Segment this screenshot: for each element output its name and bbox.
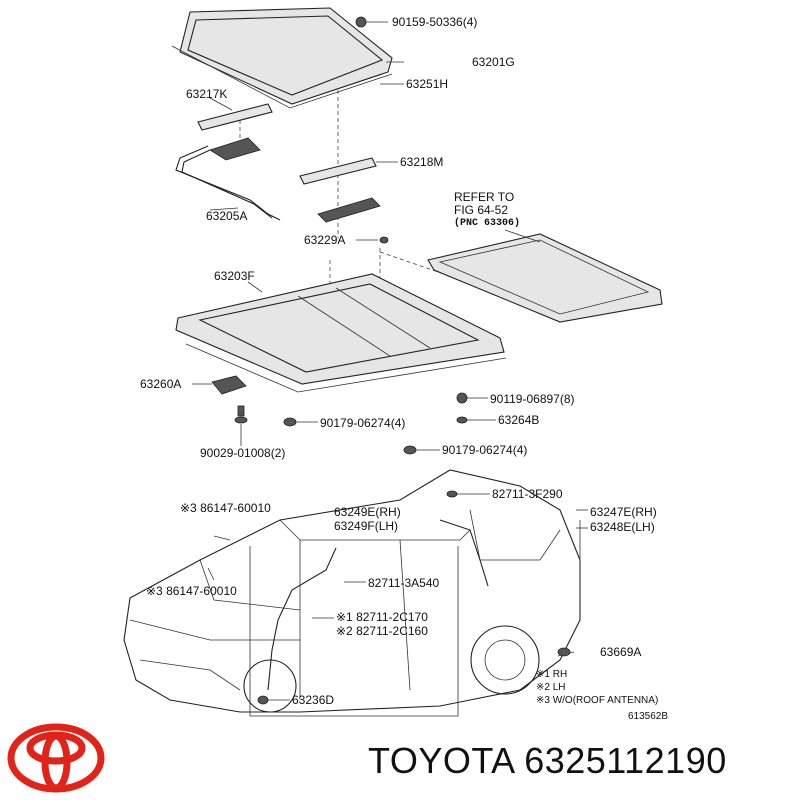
seal-63217k — [197, 103, 273, 131]
label-82711-2c170: ※1 82711-2C170 — [336, 610, 428, 624]
nut-90179-a — [283, 417, 297, 427]
label-63669a: 63669A — [600, 645, 642, 659]
label-refer-pnc: (PNC 63306) — [454, 218, 521, 229]
label-63248e: 63248E(LH) — [590, 520, 655, 534]
label-82711-3a540: 82711-3A540 — [368, 576, 440, 590]
note-roof-antenna: ※3 W/O(ROOF ANTENNA) — [536, 695, 659, 706]
label-82711-2c160: ※2 82711-2C160 — [336, 624, 428, 638]
label-refer-to: REFER TO — [454, 190, 515, 204]
label-63217k: 63217K — [186, 87, 228, 101]
drain-hose-rear — [439, 519, 489, 587]
label-90179-06274-b: 90179-06274(4) — [442, 443, 528, 457]
clip-63229a — [379, 236, 389, 244]
label-63203f: 63203F — [214, 269, 255, 283]
note-lh: ※2 LH — [536, 682, 566, 693]
label-63229a: 63229A — [304, 233, 346, 247]
label-63260a: 63260A — [140, 377, 182, 391]
label-63264b: 63264B — [498, 413, 540, 427]
label-90159-50336: 90159-50336(4) — [392, 15, 478, 29]
label-63247e: 63247E(RH) — [590, 505, 657, 519]
brand-part-number: TOYOTA 6325112190 — [368, 740, 727, 781]
figure-number: 613562B — [628, 711, 669, 722]
vehicle-body — [123, 469, 581, 717]
nut-90119 — [456, 392, 468, 404]
label-86147-60010-mid: ※3 86147-60010 — [146, 584, 237, 598]
toyota-logo-icon — [7, 723, 105, 793]
note-rh: ※1 RH — [536, 669, 568, 680]
motor-63260a — [211, 375, 247, 395]
drain-hose-front — [267, 547, 337, 691]
label-63249e: 63249E(RH) — [334, 505, 401, 519]
drain-63205a — [175, 137, 281, 221]
label-63251h: 63251H — [406, 77, 449, 91]
label-63218m: 63218M — [400, 155, 444, 169]
bracket-63264b — [456, 416, 468, 424]
label-63201g: 63201G — [472, 55, 515, 69]
nut-90179-b — [403, 445, 417, 455]
label-63236d: 63236D — [292, 693, 335, 707]
bolt-90159 — [355, 16, 388, 28]
label-refer-fig: FIG 64-52 — [454, 203, 509, 217]
sunroof-glass — [171, 7, 393, 109]
label-63205a: 63205A — [206, 209, 248, 223]
rail-63218m — [299, 157, 381, 223]
label-63249f: 63249F(LH) — [334, 519, 399, 533]
sunshade-panel — [427, 229, 663, 323]
sunroof-frame-63203f — [175, 273, 507, 393]
label-82711-3f290: 82711-3F290 — [492, 487, 563, 501]
label-90029-01008: 90029-01008(2) — [200, 446, 286, 460]
bolt-90029 — [234, 405, 248, 424]
label-90119-06897: 90119-06897(8) — [490, 392, 575, 406]
label-90179-06274-a: 90179-06274(4) — [320, 416, 406, 430]
label-86147-60010-top: ※3 86147-60010 — [180, 501, 271, 515]
